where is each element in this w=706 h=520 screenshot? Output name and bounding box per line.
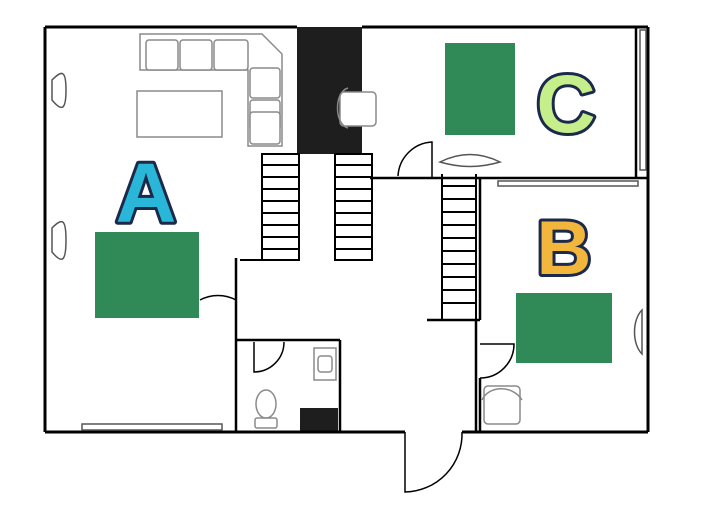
staircase-right (441, 174, 477, 320)
coffee-table (136, 90, 223, 138)
staircase-left (240, 153, 300, 261)
toilet (254, 389, 278, 429)
sofa (139, 33, 283, 147)
windows (51, 29, 647, 431)
staircase-middle (334, 153, 373, 261)
sink (313, 347, 337, 381)
marker-room-c (445, 43, 515, 135)
outer-walls (43, 25, 650, 434)
door-swings (199, 141, 515, 493)
bathroom-dark-block (300, 408, 338, 432)
marker-room-b (516, 293, 612, 363)
chair-b (481, 385, 523, 425)
chair (336, 87, 377, 129)
marker-room-a (95, 232, 199, 318)
interior-walls (234, 27, 648, 432)
room-label-c: C (536, 59, 595, 150)
room-label-a: A (116, 146, 177, 240)
room-label-b: B (537, 206, 592, 291)
